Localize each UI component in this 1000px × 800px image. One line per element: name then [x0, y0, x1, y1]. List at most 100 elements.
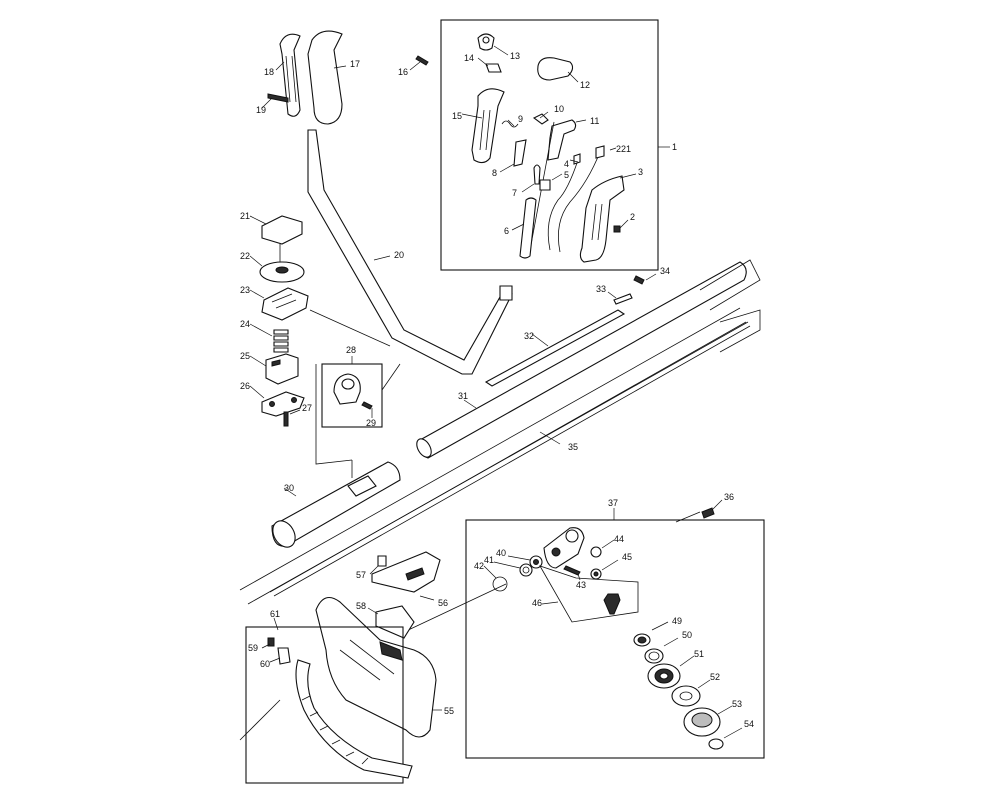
part-36-shape — [701, 507, 715, 519]
part-55-shape — [315, 596, 437, 738]
part-21-shape — [261, 215, 303, 245]
callout-20: 20 — [394, 250, 404, 260]
callout-55: 55 — [444, 706, 454, 716]
callout-23: 23 — [240, 285, 250, 295]
part-9-shape — [501, 120, 519, 128]
callout-45: 45 — [622, 552, 632, 562]
part-13-shape — [477, 33, 495, 51]
part-20-shape — [307, 129, 513, 375]
callout-3: 3 — [638, 167, 643, 177]
part-54-shape — [708, 738, 724, 750]
callout-16: 16 — [398, 67, 408, 77]
callout-54: 54 — [744, 719, 754, 729]
callout-37: 37 — [608, 498, 618, 508]
callout-32: 32 — [524, 331, 534, 341]
part-26-shape — [261, 391, 305, 417]
part-57-shape — [377, 555, 387, 567]
part-14-shape — [485, 63, 502, 73]
callout-35: 35 — [568, 442, 578, 452]
callout-36: 36 — [724, 492, 734, 502]
callout-9: 9 — [518, 114, 523, 124]
part-8-shape — [513, 139, 527, 167]
callout-53: 53 — [732, 699, 742, 709]
part-6-shape — [519, 197, 537, 259]
callout-29: 29 — [366, 418, 376, 428]
part-32-shape — [484, 309, 626, 387]
part-3-shape — [579, 175, 625, 263]
callout-17: 17 — [350, 59, 360, 69]
callout-18: 18 — [264, 67, 274, 77]
callout-26: 26 — [240, 381, 250, 391]
gear-head-box — [465, 519, 765, 759]
part-52-shape — [671, 685, 701, 707]
part-33-shape — [613, 293, 633, 305]
callout-41: 41 — [484, 555, 494, 565]
callout-10: 10 — [554, 104, 564, 114]
part-25-shape — [265, 353, 299, 385]
callout-31: 31 — [458, 391, 468, 401]
callout-15: 15 — [452, 111, 462, 121]
part-27-shape — [283, 411, 289, 427]
callout-14: 14 — [464, 53, 474, 63]
part-15-shape — [471, 88, 505, 164]
handle-assembly-box — [440, 19, 659, 271]
part-46-shape — [603, 593, 621, 615]
part-35-shape — [269, 321, 751, 597]
part-4-wire — [547, 159, 579, 251]
part-42-shape — [492, 576, 508, 592]
part-11-shape — [547, 119, 577, 161]
callout-43: 43 — [576, 580, 586, 590]
part-29-shape — [361, 401, 373, 410]
callout-51: 51 — [694, 649, 704, 659]
callout-22: 22 — [240, 251, 250, 261]
callout-40: 40 — [496, 548, 506, 558]
callout-50: 50 — [682, 630, 692, 640]
callout-34: 34 — [660, 266, 670, 276]
guard-detail-box — [245, 626, 404, 784]
callout-11: 11 — [590, 116, 599, 126]
part-46-bracket — [539, 565, 639, 623]
callout-33: 33 — [596, 284, 606, 294]
part-10-shape — [532, 113, 549, 125]
callout-59: 59 — [248, 643, 258, 653]
callout-44: 44 — [614, 534, 624, 544]
part-58-shape — [375, 605, 415, 639]
part-56-shape — [371, 551, 441, 593]
callout-46: 46 — [532, 598, 542, 608]
callout-25: 25 — [240, 351, 250, 361]
part-50-shape — [644, 648, 664, 664]
callout-42: 42 — [474, 561, 484, 571]
callout-8: 8 — [492, 168, 497, 178]
part-60-shape — [277, 647, 291, 665]
callout-4: 4 — [564, 159, 569, 169]
callout-52: 52 — [710, 672, 720, 682]
callout-24: 24 — [240, 319, 250, 329]
part-16-shape — [415, 55, 429, 66]
part-5-shape — [539, 179, 551, 191]
callout-12: 12 — [580, 80, 590, 90]
callout-58: 58 — [356, 601, 366, 611]
callout-56: 56 — [438, 598, 448, 608]
callout-221: 221 — [616, 144, 631, 154]
callout-61: 61 — [270, 609, 280, 619]
callout-30: 30 — [284, 483, 294, 493]
part-41-shape — [519, 563, 533, 577]
callout-1: 1 — [672, 142, 677, 152]
part-12-shape — [537, 57, 574, 81]
callout-5: 5 — [564, 170, 569, 180]
part-221-wire — [557, 151, 601, 253]
part-2-shape — [613, 225, 621, 233]
guard-blade-extension — [295, 659, 413, 779]
callout-7: 7 — [512, 188, 517, 198]
callout-57: 57 — [356, 570, 366, 580]
part-43-shape — [563, 565, 581, 576]
callout-49: 49 — [672, 616, 682, 626]
part-18-shape — [279, 33, 301, 117]
part-24-shape — [273, 329, 289, 353]
callout-28: 28 — [346, 345, 356, 355]
callout-27: 27 — [302, 403, 312, 413]
part-44-shape — [590, 546, 602, 558]
callout-21: 21 — [240, 211, 250, 221]
part-7-shape — [533, 164, 541, 185]
part-19-shape — [267, 93, 289, 103]
